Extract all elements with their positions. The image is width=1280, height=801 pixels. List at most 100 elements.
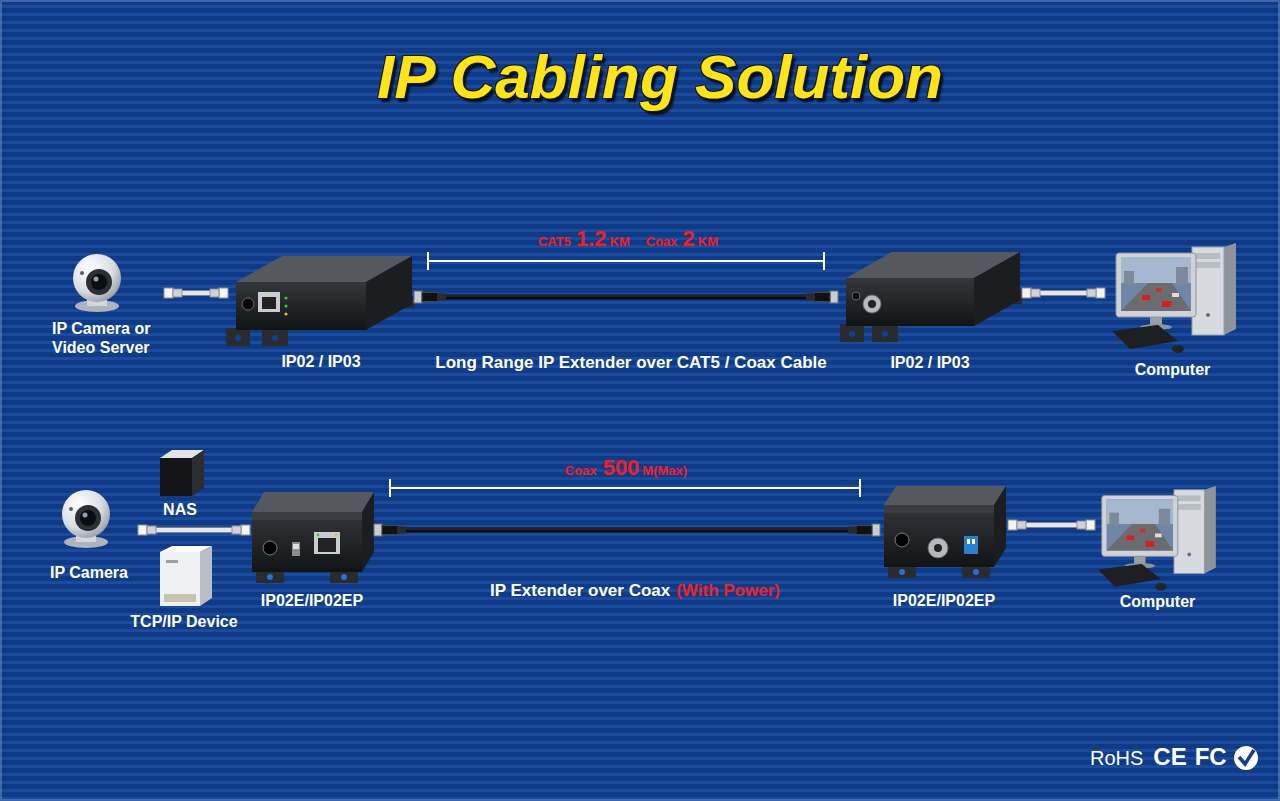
computer-node: Computer: [1095, 485, 1220, 611]
extender-device-icon: [899, 569, 905, 575]
bnc-connector: [398, 527, 406, 534]
extender-device-icon: [314, 532, 340, 554]
extender-device-icon: [341, 574, 347, 580]
cable-line: [414, 295, 838, 300]
rj45-plug: [1031, 289, 1040, 297]
cable-line: [1022, 290, 1105, 296]
extender-device-icon: [262, 297, 276, 309]
ethernet-cable: [164, 288, 228, 298]
node-label: Computer: [1105, 360, 1240, 379]
cable-line: [374, 529, 880, 530]
extender-device: IP02 / IP03: [228, 248, 414, 371]
label-text: CE: [1153, 743, 1186, 771]
coax-cable: [374, 524, 880, 536]
extender-device-icon: [846, 278, 974, 326]
nas-icon: [160, 450, 204, 496]
node-label: IP Camera or Video Server: [52, 319, 164, 357]
cable-line: [138, 527, 250, 533]
extender-device-icon: [972, 539, 975, 544]
bnc-connector: [856, 526, 872, 535]
extender-device-icon: [252, 512, 362, 520]
rj45-plug: [1022, 288, 1031, 298]
rj45-plug: [147, 526, 156, 534]
tcpip-device-icon: [166, 560, 178, 563]
extender-device-icon: [318, 538, 336, 552]
extender-device-icon: [852, 292, 860, 300]
ip-camera-icon: [62, 490, 110, 548]
dimension-line: [823, 252, 825, 270]
dimension-line: [427, 252, 429, 270]
extender-device-icon: [242, 298, 254, 310]
certification-marks: RoHSCEFC: [1090, 743, 1227, 771]
extender-device-icon: [884, 505, 994, 567]
rj45-plug: [1017, 521, 1026, 529]
extender-device-icon: [967, 539, 970, 544]
tcpip-device-icon: [200, 546, 212, 606]
node-label: NAS: [145, 500, 215, 519]
ip-camera-icon: [73, 254, 121, 312]
rj45-plug: [1086, 520, 1095, 530]
extender-device-icon: [284, 304, 287, 307]
extender-device-icon: [284, 296, 287, 299]
bnc-connector: [848, 527, 856, 534]
tcpip-device-icon: [164, 594, 196, 602]
extender-device-icon: [882, 331, 888, 337]
dimension-line: [390, 479, 860, 497]
label-text: Long Range IP Extender over CAT5 / Coax …: [435, 353, 826, 373]
ethernet-cable: [1022, 288, 1105, 298]
bnc-connector: [438, 294, 446, 301]
caption-text: IP Extender over Coax(With Power): [490, 581, 780, 601]
tcpip-device-icon: [160, 546, 212, 606]
nas-icon: [192, 450, 204, 496]
dimension-line: [859, 479, 861, 497]
rj45-plug: [138, 525, 147, 535]
extender-device-icon: [252, 492, 374, 583]
extender-device-icon: [884, 486, 1006, 505]
bnc-connector: [806, 294, 814, 301]
camera-node: IP Camera: [40, 482, 138, 582]
extender-device-icon: [849, 331, 855, 337]
node-label: IP02 / IP03: [228, 352, 414, 371]
extender-device-icon: [235, 335, 241, 341]
extender-device-icon: [293, 544, 299, 549]
node-label: IP02E/IP02EP: [250, 591, 374, 610]
bnc-connector: [872, 524, 880, 536]
rj45-plug: [219, 288, 228, 298]
extender-device-icon: [964, 536, 978, 554]
extender-device-icon: [226, 256, 414, 346]
ip-camera-icon: [62, 490, 110, 548]
rj45-plug: [241, 525, 250, 535]
extender-device-icon: [934, 544, 942, 552]
cable-line: [1008, 522, 1095, 528]
computer-icon: [1098, 486, 1216, 591]
rj45-plug: [1096, 288, 1105, 298]
extender-device-icon: [895, 533, 909, 547]
approval-mark: [1239, 750, 1254, 764]
extender-device-icon: [872, 324, 898, 342]
rj45-plug: [210, 289, 219, 297]
label-text: KM: [610, 234, 630, 249]
bnc-connector: [814, 293, 830, 302]
extender-device-icon: [928, 538, 948, 558]
bnc-connector: [374, 524, 382, 536]
computer-icon: [1112, 243, 1236, 353]
extender-device-icon: [868, 300, 876, 308]
approval-mark: [1234, 746, 1258, 770]
extender-device-icon: [335, 534, 338, 537]
node-label: IP Camera: [40, 563, 138, 582]
dimension-line: [428, 260, 824, 262]
diagram-title: IP Cabling Solution: [40, 42, 1280, 112]
label-text: RoHS: [1090, 747, 1143, 770]
extender-device-icon: [884, 505, 994, 513]
ethernet-cable: [138, 525, 250, 535]
label-text: (With Power): [676, 581, 780, 601]
bnc-connector: [414, 291, 422, 303]
nas-node: NAS: [145, 447, 215, 519]
rj45-plug: [1087, 289, 1096, 297]
extender-device-icon: [236, 282, 366, 330]
camera-node: IP Camera or Video Server: [52, 245, 164, 357]
